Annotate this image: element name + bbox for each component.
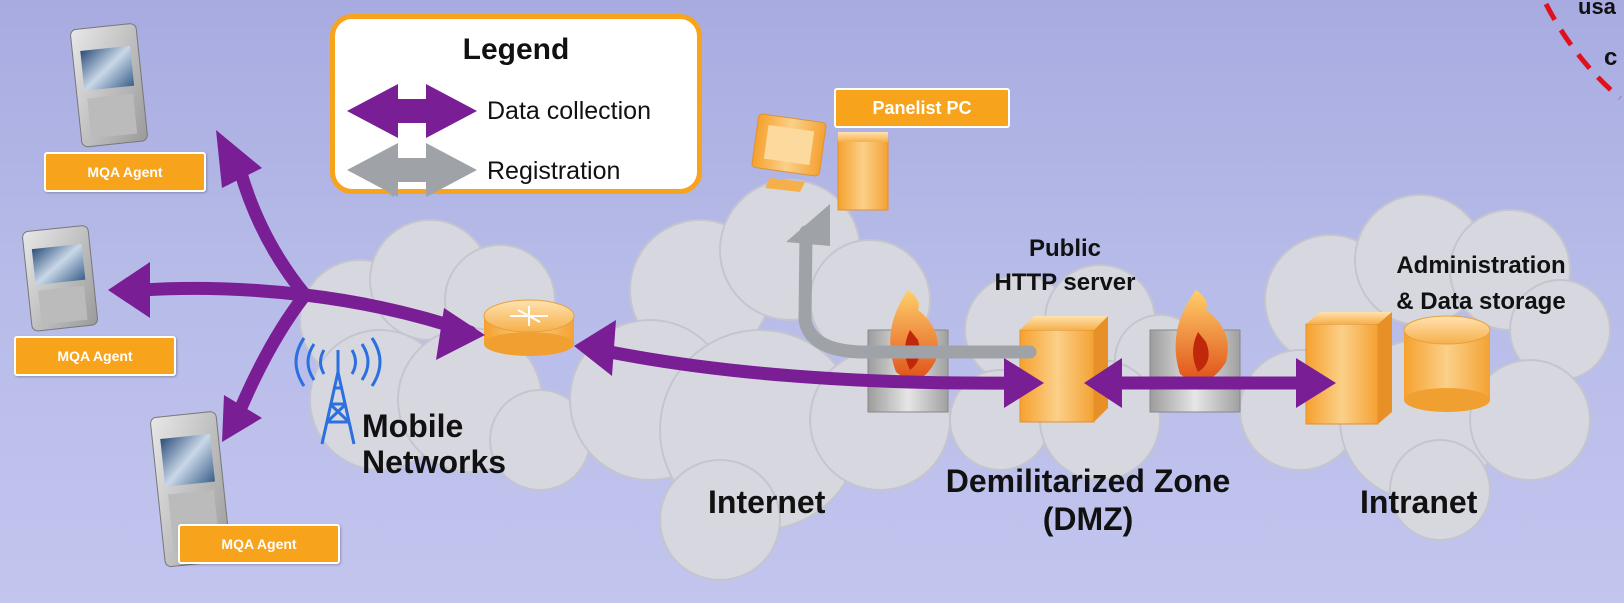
database-icon [1403, 315, 1491, 412]
mqa-agent-label-1: MQA Agent [44, 152, 206, 192]
public-http-line-2: HTTP server [994, 269, 1136, 296]
mobile-networks-line-2: Networks [362, 444, 507, 480]
public-http-server-label: Public HTTP server [960, 232, 1170, 300]
corner-text-fragment-1: usa [1578, 0, 1616, 19]
legend-registration-arrow-icon [347, 143, 477, 197]
corner-text-fragment-2: c [1604, 44, 1618, 71]
internet-label: Internet [708, 484, 826, 520]
arrowhead-to-agent-1 [216, 130, 262, 188]
panelist-pc-icon [751, 113, 889, 211]
mobile-networks-label: Mobile Networks [362, 408, 506, 480]
dmz-line-1: Demilitarized Zone [945, 463, 1231, 499]
legend-registration-label: Registration [487, 157, 621, 185]
mobile-networks-line-1: Mobile [362, 408, 464, 444]
arrowhead-to-panelist [786, 204, 830, 246]
panelist-pc-label: Panelist PC [834, 88, 1010, 128]
legend-data-collection-label: Data collection [487, 97, 651, 125]
dmz-label: Demilitarized Zone (DMZ) [908, 462, 1268, 538]
admin-line-2: & Data storage [1396, 288, 1566, 315]
admin-storage-label: Administration & Data storage [1366, 248, 1596, 320]
antenna-tower-icon [294, 337, 382, 445]
cloud-intranet [1239, 194, 1611, 541]
registration-arrow [798, 225, 1037, 359]
dmz-line-2: (DMZ) [1042, 501, 1134, 537]
public-http-line-1: Public [1028, 235, 1101, 262]
red-dashed-arc [1543, 2, 1622, 100]
arrowhead-to-router [436, 308, 485, 360]
firewall-icon [1149, 290, 1241, 413]
legend-title: Legend [462, 33, 570, 66]
mobile-phone-icon [22, 225, 98, 332]
arrowhead-to-agent-2 [108, 262, 150, 318]
mqa-agent-label-3: MQA Agent [178, 524, 340, 564]
mqa-agent-label-2: MQA Agent [14, 336, 176, 376]
mobile-phone-icon [70, 23, 148, 148]
arrowhead-to-agent-3 [222, 395, 262, 442]
intranet-label: Intranet [1360, 484, 1478, 520]
cloud-mobile-networks [299, 219, 591, 491]
arrowhead-to-admin [1296, 358, 1336, 408]
legend-data-collection-arrow-icon [347, 84, 477, 138]
arrowhead-router-side [574, 320, 616, 376]
router-icon [483, 299, 575, 356]
arrowhead-from-http [1084, 358, 1122, 408]
arrowhead-to-http [1004, 358, 1044, 408]
admin-line-1: Administration [1396, 252, 1566, 279]
